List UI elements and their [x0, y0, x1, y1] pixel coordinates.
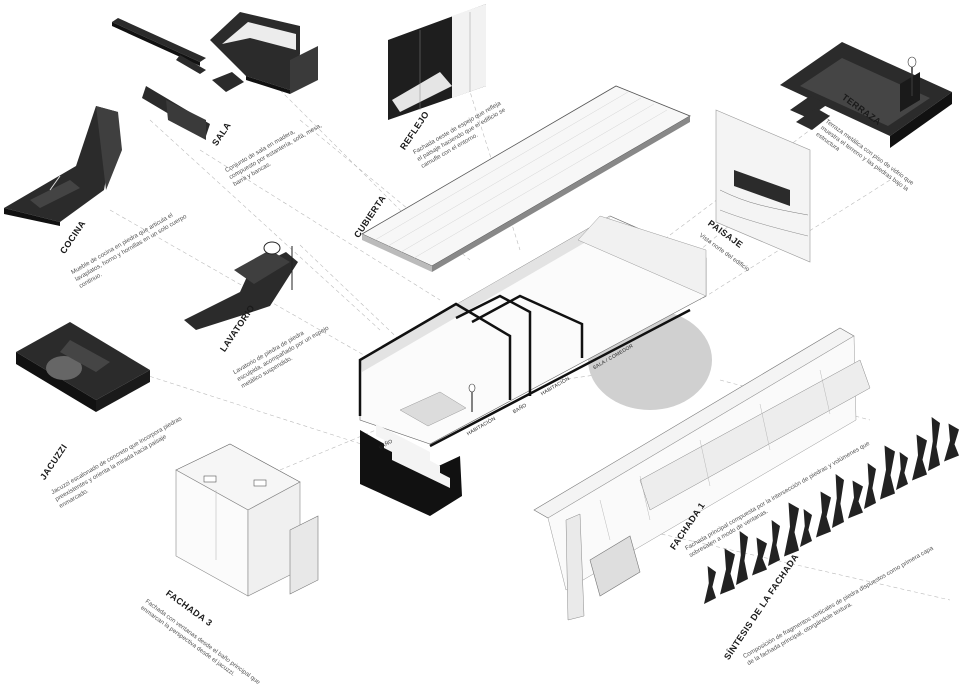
stone-fragment [896, 452, 908, 490]
stone-fragment [704, 566, 716, 604]
paisaje-panel-drawing [715, 109, 811, 263]
stone-fragment [720, 548, 735, 595]
stone-fragment [880, 445, 895, 500]
stone-fragment [784, 502, 799, 557]
stone-fragment [736, 531, 748, 585]
sintesis-fachada-stone-fragments [704, 417, 959, 604]
terraza-drawing [780, 42, 952, 148]
fachada-1-drawing [533, 327, 871, 621]
jacuzzi-drawing [16, 322, 150, 412]
stone-fragment [816, 491, 831, 538]
stone-fragment [848, 480, 863, 519]
central-building-drawing [358, 215, 712, 516]
cocina-drawing [4, 106, 122, 226]
sala-furniture-drawing [112, 12, 318, 140]
stone-fragment [944, 423, 959, 462]
stone-fragment [800, 509, 812, 547]
stone-fragment [752, 537, 767, 576]
stone-fragment [928, 417, 940, 471]
stone-fragment [768, 520, 780, 566]
stone-fragment [912, 434, 927, 481]
lavatorio-drawing [184, 241, 298, 330]
exploded-axonometric-drawing [4, 4, 959, 621]
stone-fragment [832, 474, 844, 528]
reflejo-panel-drawing [388, 4, 486, 120]
stone-fragment [864, 463, 876, 509]
fachada-3-drawing [175, 443, 319, 597]
cubierta-roof-drawing [361, 85, 691, 272]
